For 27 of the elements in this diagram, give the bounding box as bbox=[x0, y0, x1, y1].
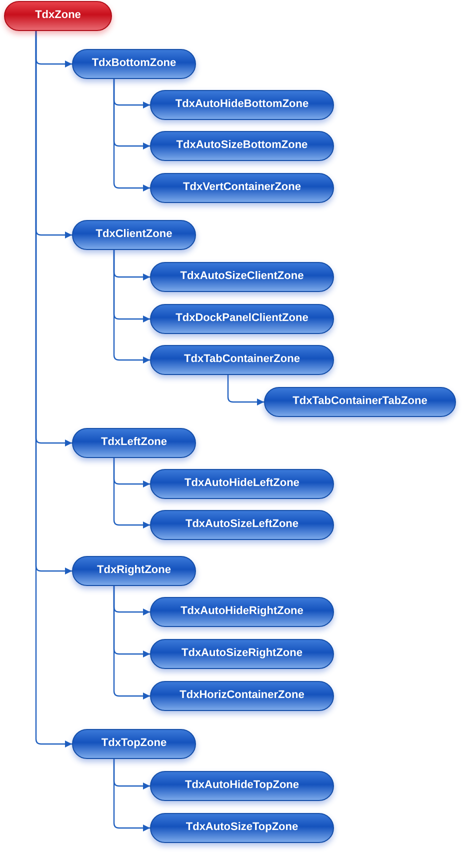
class-pill: TdxHorizContainerZone bbox=[150, 681, 334, 711]
connector-arrow bbox=[113, 759, 150, 832]
connector-arrow bbox=[113, 586, 150, 700]
connector-arrow bbox=[113, 250, 150, 364]
class-pill: TdxVertContainerZone bbox=[150, 173, 334, 203]
class-pill: TdxAutoSizeLeftZone bbox=[150, 510, 334, 540]
class-pill: TdxAutoHideTopZone bbox=[150, 771, 334, 801]
root-class-pill: TdxZone bbox=[4, 1, 112, 31]
connector-arrow bbox=[113, 458, 150, 528]
connector-arrow bbox=[113, 79, 150, 192]
class-pill: TdxAutoSizeTopZone bbox=[150, 813, 334, 843]
class-pill: TdxAutoSizeBottomZone bbox=[150, 131, 334, 161]
connector-arrow bbox=[227, 375, 264, 406]
class-pill: TdxTabContainerZone bbox=[150, 345, 334, 375]
class-pill: TdxBottomZone bbox=[72, 49, 196, 79]
class-pill: TdxAutoHideBottomZone bbox=[150, 90, 334, 120]
class-pill: TdxAutoHideLeftZone bbox=[150, 469, 334, 499]
class-pill: TdxTabContainerTabZone bbox=[264, 387, 456, 417]
class-pill: TdxRightZone bbox=[72, 556, 196, 586]
class-pill: TdxLeftZone bbox=[72, 428, 196, 458]
class-pill: TdxAutoSizeRightZone bbox=[150, 639, 334, 669]
class-pill: TdxTopZone bbox=[72, 729, 196, 759]
connector-arrow bbox=[35, 31, 72, 748]
class-pill: TdxDockPanelClientZone bbox=[150, 304, 334, 334]
class-pill: TdxAutoSizeClientZone bbox=[150, 262, 334, 292]
class-pill: TdxAutoHideRightZone bbox=[150, 597, 334, 627]
class-pill: TdxClientZone bbox=[72, 220, 196, 250]
